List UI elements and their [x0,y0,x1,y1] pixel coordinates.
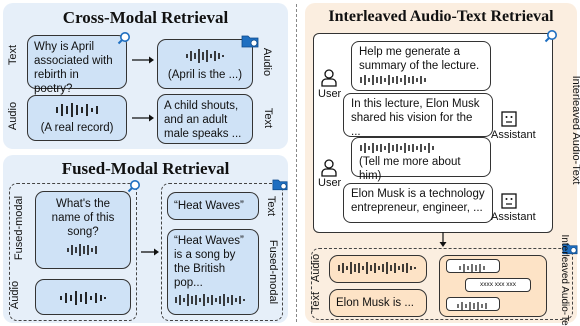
assistant-label: Assistant [491,129,536,141]
fused-result-text: “Heat Waves” [174,200,244,212]
fused-modal-panel: Fused-Modal Retrieval Fused-modal What's… [3,155,288,323]
user-label: User [318,177,342,189]
audio-waveform-icon [186,49,224,63]
arrow-icon [132,114,154,122]
section-divider [296,4,297,322]
assistant-label: Assistant [491,211,536,223]
database-dashed-group [311,248,573,320]
audio-waveform-icon [56,103,98,117]
audio-waveform-icon [360,142,434,153]
fused-modal-title: Fused-Modal Retrieval [61,159,230,178]
assistant-message-2-text: Elon Musk is a technology entrepreneur, … [351,188,485,214]
search-icon [544,30,557,43]
audio-waveform-icon [175,294,245,306]
bottom-text-label: Text [310,291,322,313]
audio-label: Audio [9,280,21,310]
fused-query-box: What's the name of this song? [35,191,131,269]
interleaved-panel: Interleaved Audio-Text Retrieval Interle… [305,3,580,326]
fused-audio-box [35,279,131,315]
arrow-icon [132,56,154,64]
query-text-box: Why is April associated with rebirth in … [27,35,127,95]
user-message-1-text: Help me generate a summary of the lectur… [359,46,480,72]
fused-result-fused-label: Fused-modal [267,239,279,305]
audio-waveform-icon [457,302,487,310]
cross-modal-panel: Cross-Modal Retrieval Text Why is April … [3,3,288,149]
assistant-icon [501,193,517,209]
result-dashed-group [161,183,283,321]
mini-bubble: xxxx xxx xxx [465,278,531,292]
audio-waveform-icon [459,264,485,272]
mini-bubble-text: xxxx xxx xxx [479,281,517,288]
down-arrow-icon [439,232,447,247]
assistant-message-2: Elon Musk is a technology entrepreneur, … [343,183,493,223]
result-audio-caption: (April is the ...) [167,69,243,81]
fused-result-text-box: “Heat Waves” [167,192,259,220]
interleaved-side-label: Interleaved Audio-Text [570,75,580,185]
mini-bubble [446,297,500,311]
arrow-icon [141,248,159,256]
user-message-2: (Tell me more about him) [351,137,491,182]
assistant-icon [501,111,517,127]
interleaved-title: Interleaved Audio-Text Retrieval [328,8,554,25]
result-text-label: Text [262,107,274,129]
fused-result-text-label: Text [265,195,277,217]
user-message-1: Help me generate a summary of the lectur… [351,41,491,91]
fused-modal-label: Fused-modal [13,195,25,261]
user-icon [321,159,337,177]
user-label: User [318,88,342,100]
query-text: Why is April associated with rebirth in … [34,41,113,95]
fused-result-box: “Heat Waves” is a song by the British po… [167,229,259,315]
query-audio-box: (A real record) [27,95,127,141]
search-icon [117,32,130,45]
audio-waveform-icon [360,74,426,85]
database-folder-icon [562,243,578,255]
search-icon [127,180,140,193]
audio-waveform-icon [338,262,416,274]
bottom-audio-label: Audio [310,253,322,283]
query-text-label: Text [7,44,19,66]
user-message-2-text: (Tell me more about him) [359,156,461,182]
bottom-right-label: Interleaved Audio-Text [553,235,573,326]
assistant-message-1-text: In this lecture, Elon Musk shared his vi… [351,98,480,138]
bottom-text: Elon Musk is ... [336,297,414,309]
query-dashed-group [9,183,137,321]
bottom-right-label-text: Interleaved Audio-Text [559,234,570,326]
query-audio-caption: (A real record) [40,122,114,134]
user-icon [321,69,337,87]
cross-modal-title: Cross-Modal Retrieval [62,8,229,27]
database-folder-icon [272,179,288,191]
assistant-message-1: In this lecture, Elon Musk shared his vi… [343,93,493,138]
bottom-audio-box [329,255,427,283]
audio-waveform-icon [67,244,97,256]
query-audio-label: Audio [7,101,19,131]
result-audio-label: Audio [261,47,273,77]
fused-query-text: What's the name of this song? [51,198,115,238]
mini-bubble [446,259,500,273]
database-folder-icon [241,35,259,48]
result-text: A child shouts, and an adult male speaks… [164,100,242,140]
fused-result-fused-text: “Heat Waves” is a song by the British po… [174,235,244,289]
bottom-text-box: Elon Musk is ... [329,289,427,317]
result-text-box: A child shouts, and an adult male speaks… [157,94,253,144]
audio-waveform-icon [60,291,106,305]
result-audio-box: (April is the ...) [157,39,253,89]
